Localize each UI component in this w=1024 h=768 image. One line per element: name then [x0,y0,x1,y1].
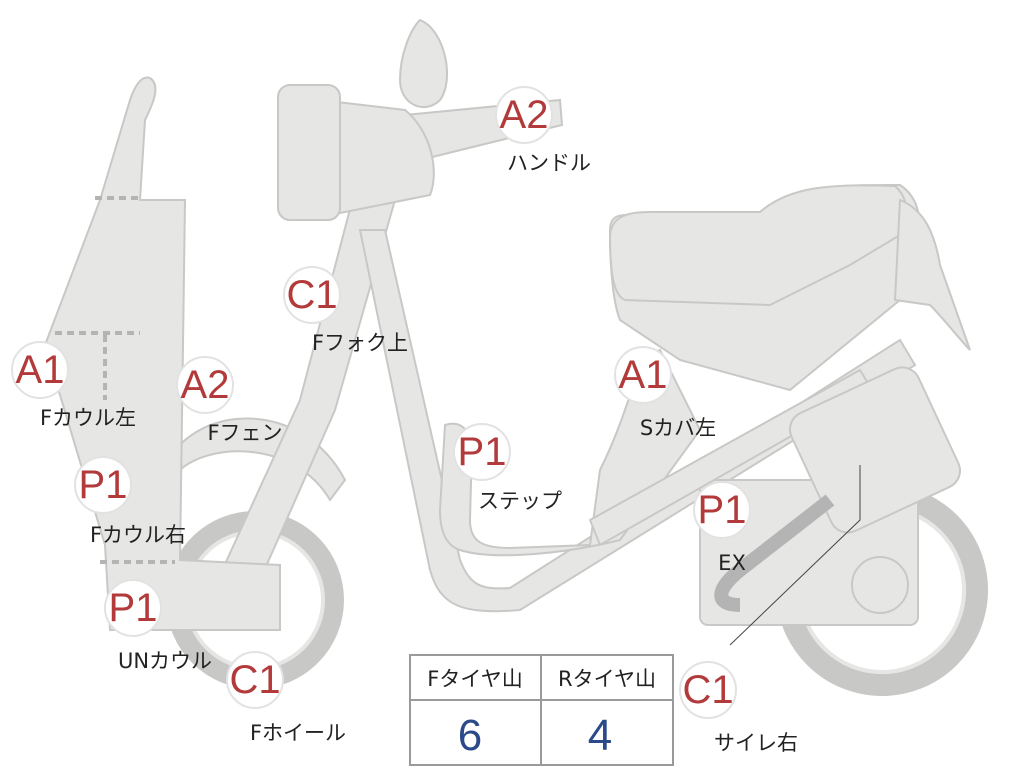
tire-tread-table: Fタイヤ山 Rタイヤ山 6 4 [409,654,674,766]
svg-text:P1: P1 [79,463,128,507]
front-tire-value: 6 [458,711,482,760]
part-label-handle: ハンドル [507,151,591,175]
mirror-block [277,84,341,221]
part-label-f-cowl-right: Fカウル右 [90,523,186,547]
headlight [398,18,448,109]
part-label-f-cowl-left: Fカウル左 [40,406,136,430]
rear-tire-value: 4 [588,711,612,760]
svg-text:A2: A2 [500,93,549,137]
part-marker-f-wheel: C1 Fホイール [226,651,346,745]
part-marker-silencer-right: C1 サイレ右 [679,661,798,755]
part-marker-f-fender: A2 Fフェン [176,356,283,445]
svg-text:P1: P1 [698,488,747,532]
front-tire-header: Fタイヤ山 [427,667,522,691]
exhaust-pipe [714,494,835,612]
part-marker-f-fork: C1 Fフォク上 [283,266,408,355]
svg-text:P1: P1 [458,430,507,474]
svg-text:C1: C1 [682,668,733,712]
part-label-s-cover-left: Sカバ左 [640,416,716,440]
part-marker-step: P1 ステップ [453,423,562,513]
part-marker-s-cover-left: A1 Sカバ左 [614,346,716,440]
part-marker-handle: A2 ハンドル [495,86,591,175]
part-label-f-fork: Fフォク上 [312,331,408,355]
svg-text:A1: A1 [16,348,65,392]
seat [608,184,908,307]
part-label-f-fender: Fフェン [207,421,282,445]
part-label-ex: EX [718,551,746,575]
muffler [789,366,961,534]
svg-text:C1: C1 [229,658,280,702]
rear-hub [851,556,909,614]
svg-text:P1: P1 [109,586,158,630]
part-marker-f-cowl-left: A1 Fカウル左 [11,341,136,430]
part-label-silencer-right: サイレ右 [714,731,798,755]
part-marker-un-cowl: P1 UNカウル [104,579,212,673]
part-label-un-cowl: UNカウル [118,649,212,673]
part-marker-f-cowl-right: P1 Fカウル右 [74,456,186,547]
part-label-f-wheel: Fホイール [250,721,346,745]
svg-text:A1: A1 [619,353,668,397]
rear-tire-header: Rタイヤ山 [558,667,656,691]
part-label-step: ステップ [478,489,562,513]
svg-text:A2: A2 [181,363,230,407]
rear-tail [893,198,971,351]
part-marker-ex: P1 EX [693,481,751,575]
svg-text:C1: C1 [286,273,337,317]
